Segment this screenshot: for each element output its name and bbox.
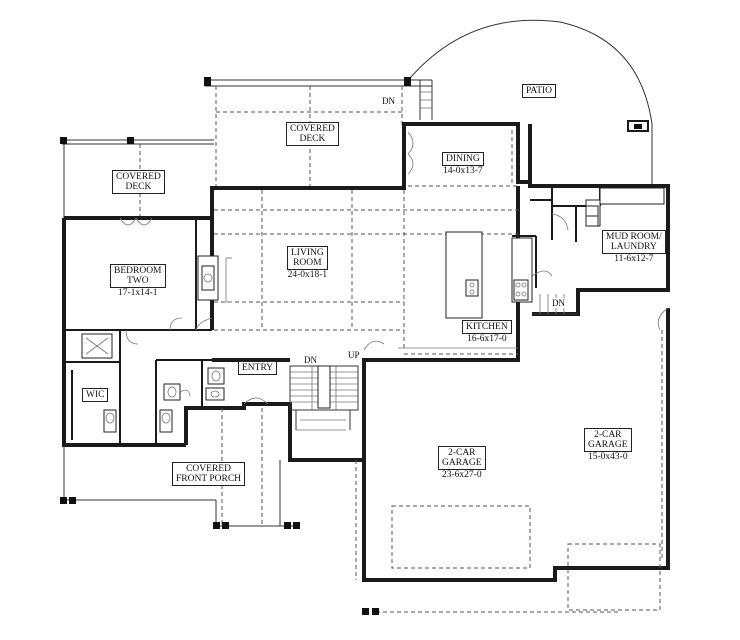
mud-room-dims: 11-6x12-7 (614, 254, 654, 264)
wic-label: WIC (82, 388, 109, 402)
living-room-dims: 24-0x18-1 (287, 270, 328, 280)
dining-dims: 14-0x13-7 (443, 166, 483, 176)
covered-front-porch-name-2: FRONT PORCH (176, 474, 242, 484)
covered-deck-left-label: COVERED DECK (112, 170, 165, 194)
fireplace (197, 255, 219, 301)
interior-walls (64, 186, 601, 445)
garage-small-dims: 23-6x27-0 (442, 470, 482, 480)
living-room-label: LIVING ROOM 24-0x18-1 (287, 246, 328, 280)
bedroom-two-dims: 17-1x14-1 (117, 288, 158, 298)
dining-label: DINING 14-0x13-7 (442, 152, 484, 176)
garage-large-name-2: GARAGE (588, 440, 628, 450)
kitchen-name: KITCHEN (462, 320, 512, 334)
garage-small-name-1: 2-CAR (448, 448, 476, 458)
dn-deck-tag: DN (382, 96, 395, 106)
covered-deck-left-name-1: COVERED (116, 172, 161, 182)
garage-details (355, 330, 663, 615)
living-room-name-1: LIVING (291, 248, 324, 258)
kitchen-dims: 16-6x17-0 (467, 334, 507, 344)
grill-fixture (627, 120, 649, 132)
bedroom-two-label: BEDROOM TWO 17-1x14-1 (110, 264, 166, 298)
garage-small-name-2: GARAGE (442, 458, 482, 468)
garage-large-name-1: 2-CAR (594, 430, 622, 440)
dn-mud-tag: DN (552, 298, 565, 308)
patio-label: PATIO (522, 84, 557, 98)
covered-deck-top-name-1: COVERED (290, 124, 335, 134)
kitchen-island (445, 231, 483, 319)
entry-label: ENTRY (238, 361, 278, 375)
living-room-name-2: ROOM (293, 258, 322, 268)
garage-large-dims: 15-0x43-0 (588, 452, 628, 462)
bath-fixtures (81, 333, 225, 433)
covered-deck-top-name-2: DECK (299, 134, 326, 144)
wic-name: WIC (82, 388, 109, 402)
mud-room-name-2: LAUNDRY (610, 242, 657, 252)
bedroom-two-name-2: TWO (126, 276, 149, 286)
dining-dash (408, 130, 518, 187)
entry-name: ENTRY (238, 361, 278, 375)
dining-name: DINING (442, 152, 484, 166)
covered-front-porch-label: COVERED FRONT PORCH (172, 462, 246, 486)
mud-room-name-1: MUD ROOM/ (606, 232, 662, 242)
covered-deck-left (60, 137, 214, 218)
doors (119, 131, 669, 405)
bedroom-two-name-1: BEDROOM (114, 266, 162, 276)
staircase (289, 365, 359, 431)
covered-deck-top-label: COVERED DECK (286, 122, 339, 146)
covered-deck-left-name-2: DECK (125, 182, 152, 192)
kitchen-label: KITCHEN 16-6x17-0 (462, 320, 512, 344)
laundry-counter (585, 187, 665, 227)
up-stair-tag: UP (348, 350, 360, 360)
dn-stair-tag: DN (304, 355, 317, 365)
garage-large-label: 2-CAR GARAGE 15-0x43-0 (584, 428, 632, 462)
patio-arc (409, 19, 653, 125)
covered-deck-top (204, 77, 433, 188)
covered-front-porch-name-1: COVERED (186, 464, 231, 474)
kitchen-counters (398, 237, 533, 355)
garage-small-label: 2-CAR GARAGE 23-6x27-0 (438, 446, 486, 480)
patio-name: PATIO (522, 84, 557, 98)
front-porch (60, 408, 300, 529)
mud-room-label: MUD ROOM/ LAUNDRY 11-6x12-7 (602, 230, 666, 264)
